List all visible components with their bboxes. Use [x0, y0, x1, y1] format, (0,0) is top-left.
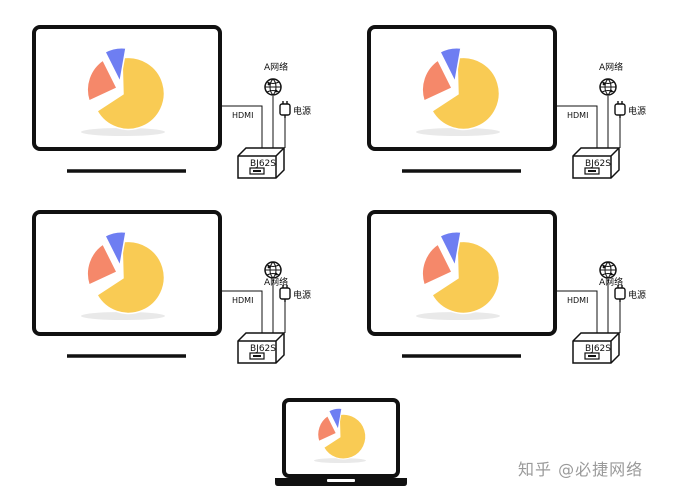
watermark-text: 知乎 @必捷网络 — [518, 460, 644, 479]
hdmi-label: HDMI — [567, 111, 588, 120]
hdmi-cable — [220, 290, 263, 333]
display-unit: HDMI A网络 电源 BJ62S — [367, 210, 646, 364]
hdmi-label: HDMI — [232, 111, 253, 120]
plug-icon — [279, 100, 291, 119]
globe-icon — [599, 78, 617, 96]
network-label: A网络 — [599, 276, 623, 288]
display-unit: HDMI A网络 电源 BJ62S — [367, 25, 646, 179]
display-unit: HDMI A网络 电源 BJ62S — [32, 25, 311, 179]
hdmi-cable — [555, 105, 598, 148]
laptop — [275, 398, 407, 486]
hdmi-label: HDMI — [567, 296, 588, 305]
globe-icon — [599, 261, 617, 279]
hdmi-label: HDMI — [232, 296, 253, 305]
device-label: BJ62S — [585, 344, 611, 354]
network-label: A网络 — [599, 61, 623, 73]
device-label: BJ62S — [250, 159, 276, 169]
plug-icon — [614, 100, 626, 119]
power-label: 电源 — [293, 105, 311, 117]
device-label: BJ62S — [250, 344, 276, 354]
power-label: 电源 — [293, 289, 311, 301]
network-label: A网络 — [264, 61, 288, 73]
device-label: BJ62S — [585, 159, 611, 169]
laptop-trackpad-notch — [327, 479, 355, 482]
globe-icon — [264, 261, 282, 279]
hdmi-cable — [220, 105, 263, 148]
power-label: 电源 — [628, 105, 646, 117]
power-label: 电源 — [628, 289, 646, 301]
network-label: A网络 — [264, 276, 288, 288]
globe-icon — [264, 78, 282, 96]
display-unit: HDMI A网络 电源 BJ62S — [32, 210, 311, 364]
hdmi-cable — [555, 290, 598, 333]
